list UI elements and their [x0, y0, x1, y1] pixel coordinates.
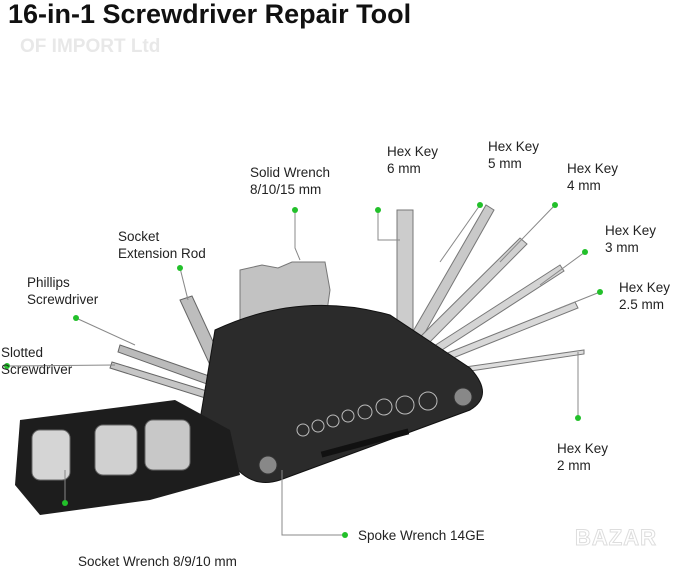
callout-spoke-wrench: Spoke Wrench 14GE	[358, 528, 485, 543]
spoke-wrench-slot	[320, 428, 410, 458]
bazar-logo: BAZAR	[575, 525, 657, 551]
size-markings	[296, 391, 438, 437]
pivot-bolt-left	[258, 455, 278, 475]
callout-dots	[4, 202, 603, 538]
tool-body	[199, 304, 483, 483]
page-title: 16-in-1 Screwdriver Repair Tool	[8, 0, 412, 29]
sockets	[31, 419, 191, 481]
callout-socket-wrench: Socket Wrench 8/9/10 mm	[78, 554, 237, 569]
leader-lines	[6, 204, 601, 536]
hex-key-6mm	[396, 209, 414, 341]
pivot-bolt-right	[453, 387, 473, 407]
watermark: OF IMPORT Ltd	[20, 36, 161, 57]
